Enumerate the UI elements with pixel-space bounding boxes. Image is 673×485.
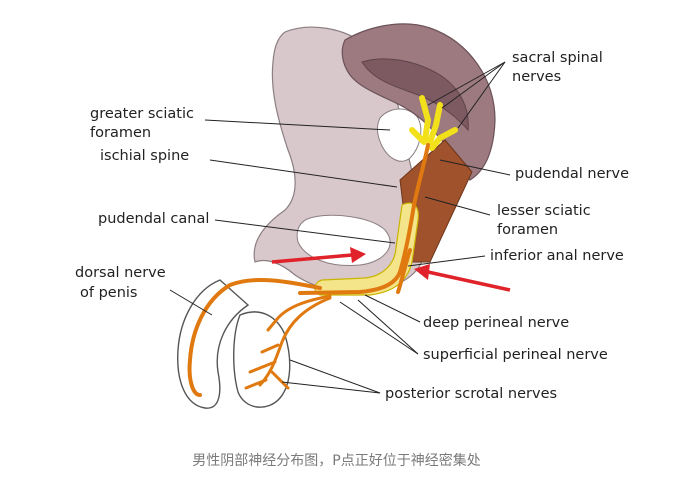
label-greater-sciatic-foramen-1: greater sciatic	[90, 106, 194, 122]
left-red-arrow	[271, 253, 353, 264]
scrotum-outline	[233, 311, 291, 408]
pudendal-nerve	[298, 143, 430, 295]
label-lesser-sciatic-2: foramen	[497, 222, 558, 238]
label-sacral-spinal-1: sacral spinal	[512, 50, 603, 66]
label-greater-sciatic-foramen-2: foramen	[90, 125, 151, 141]
label-ischial-spine: ischial spine	[100, 148, 189, 164]
greater-sciatic-foramen-opening	[377, 108, 422, 162]
label-dorsal-nerve-1: dorsal nerve	[75, 265, 166, 281]
label-dorsal-nerve-2: of penis	[80, 285, 137, 301]
sacrum-inner	[361, 58, 469, 132]
label-deep-perineal-nerve: deep perineal nerve	[423, 315, 569, 331]
label-sacral-spinal-2: nerves	[512, 69, 561, 85]
leader-lines	[169, 61, 511, 394]
dorsal-nerve-path	[187, 278, 322, 397]
label-pudendal-nerve: pudendal nerve	[515, 166, 629, 182]
perineal-nerves	[244, 294, 332, 390]
label-inferior-anal-nerve: inferior anal nerve	[490, 248, 624, 264]
label-posterior-scrotal-nerves: posterior scrotal nerves	[385, 386, 557, 402]
label-lesser-sciatic-1: lesser sciatic	[497, 203, 591, 219]
obturator-foramen	[296, 214, 391, 267]
red-arrows	[271, 247, 511, 292]
right-red-arrowhead	[414, 264, 430, 280]
left-red-arrowhead	[350, 247, 366, 263]
label-superficial-perineal-nerve: superficial perineal nerve	[423, 347, 608, 363]
pudendal-canal	[314, 202, 419, 296]
right-red-arrow	[427, 270, 511, 292]
penis-outline	[177, 279, 250, 409]
figure-caption: 男性阴部神经分布图，P点正好位于神经密集处	[192, 453, 481, 469]
pudendal-nerve-diagram: greater sciatic foramen ischial spine pu…	[75, 23, 629, 409]
label-pudendal-canal: pudendal canal	[98, 211, 209, 227]
sacral-nerves	[409, 95, 458, 151]
